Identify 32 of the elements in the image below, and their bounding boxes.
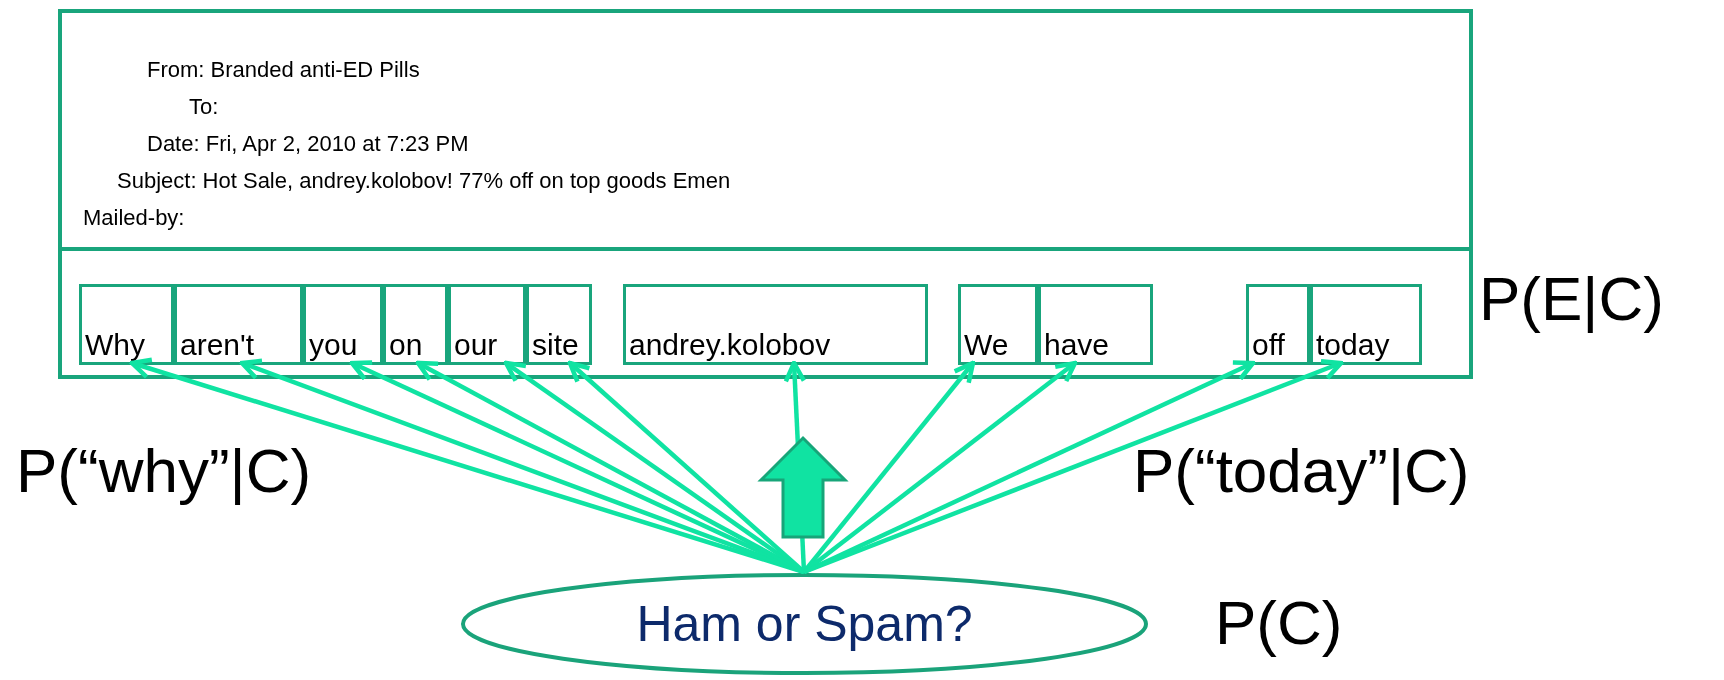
word-text: off [1252, 330, 1285, 360]
header-line: To: [189, 93, 219, 121]
word-text: you [309, 330, 358, 360]
word-box [448, 284, 526, 365]
word-text: today [1316, 330, 1390, 360]
class-ellipse [460, 572, 1149, 676]
word-box [526, 284, 592, 365]
node-label: Ham or Spam? [636, 599, 973, 649]
word-text: on [389, 330, 423, 360]
header-line: Date: Fri, Apr 2, 2010 at 7:23 PM [147, 130, 469, 158]
header-line: From: Branded anti-ED Pills [147, 56, 420, 84]
word-box [623, 284, 928, 365]
word-text: site [532, 330, 579, 360]
word-box [303, 284, 383, 365]
email-box [58, 9, 1473, 379]
word-text: our [454, 330, 498, 360]
word-text: Why [85, 330, 145, 360]
arrow [803, 358, 1344, 575]
word-text: We [964, 330, 1009, 360]
word-box [174, 284, 303, 365]
word-text: aren't [180, 330, 255, 360]
arrow [129, 357, 805, 575]
word-box [1038, 284, 1153, 365]
word-box [383, 284, 448, 365]
word-text: have [1044, 330, 1110, 360]
word-box [1310, 284, 1422, 365]
word-text: andrey.kolobov [629, 330, 831, 360]
word-box [79, 284, 174, 365]
word-box [958, 284, 1038, 365]
header-line: Mailed-by: [83, 204, 185, 232]
word-box [1246, 284, 1310, 365]
header-line: Subject: Hot Sale, andrey.kolobov! 77% off on top goods Emen [117, 167, 731, 195]
